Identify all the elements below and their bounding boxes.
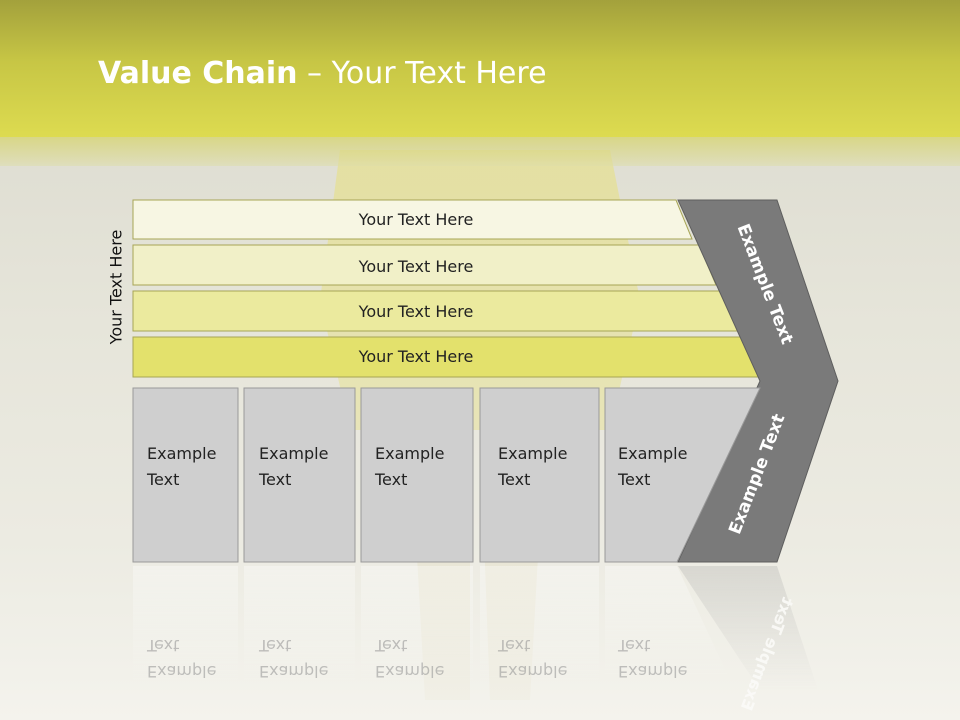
box-5-line-2: Text <box>617 470 650 489</box>
box-1-line-1: Example <box>147 444 216 463</box>
box-2-reflect-line-2: Text <box>258 636 291 655</box>
box-5-reflect-line-2: Text <box>617 636 650 655</box>
vertical-side-label: Your Text Here <box>98 222 134 352</box>
box-4-line-1: Example <box>498 444 567 463</box>
activity-box-3: Example Text <box>360 387 474 563</box>
box-3-reflect-line-2: Text <box>374 636 407 655</box>
box-3-line-1: Example <box>375 444 444 463</box>
diagram-reflection: Text Example Text Example Text Example T… <box>133 566 818 713</box>
row-3: Your Text Here <box>132 290 740 332</box>
row-4: Your Text Here <box>132 336 764 378</box>
box-4-reflect-line-1: Example <box>498 662 567 681</box>
row-4-label: Your Text Here <box>358 347 474 366</box>
box-3-line-2: Text <box>374 470 407 489</box>
box-1-reflect-line-1: Example <box>147 662 216 681</box>
header-band <box>0 0 960 137</box>
activity-box-2: Example Text <box>243 387 356 563</box>
box-4-line-2: Text <box>497 470 530 489</box>
row-3-label: Your Text Here <box>358 302 474 321</box>
side-label-text: Your Text Here <box>106 229 126 345</box>
row-1-label: Your Text Here <box>358 210 474 229</box>
title-bold: Value Chain <box>98 56 298 91</box>
title-rest: – Your Text Here <box>297 56 547 91</box>
box-2-line-2: Text <box>258 470 291 489</box>
activity-box-5: Example Text <box>604 387 761 563</box>
box-5-line-1: Example <box>618 444 687 463</box>
slide-title: Value Chain – Your Text Here <box>98 54 547 94</box>
box-1-line-2: Text <box>146 470 179 489</box>
header-strip <box>0 137 960 166</box>
box-5-reflect-line-1: Example <box>618 662 687 681</box>
box-2-reflect-line-1: Example <box>259 662 328 681</box>
box-1-reflect-line-2: Text <box>146 636 179 655</box>
box-4-reflect-line-2: Text <box>497 636 530 655</box>
row-2-label: Your Text Here <box>358 257 474 276</box>
row-2: Your Text Here <box>132 244 717 286</box>
box-2-line-1: Example <box>259 444 328 463</box>
activity-box-4: Example Text <box>479 387 600 563</box>
activity-box-1: Example Text <box>132 387 239 563</box>
box-3-reflect-line-1: Example <box>375 662 444 681</box>
row-1: Your Text Here <box>132 199 693 240</box>
